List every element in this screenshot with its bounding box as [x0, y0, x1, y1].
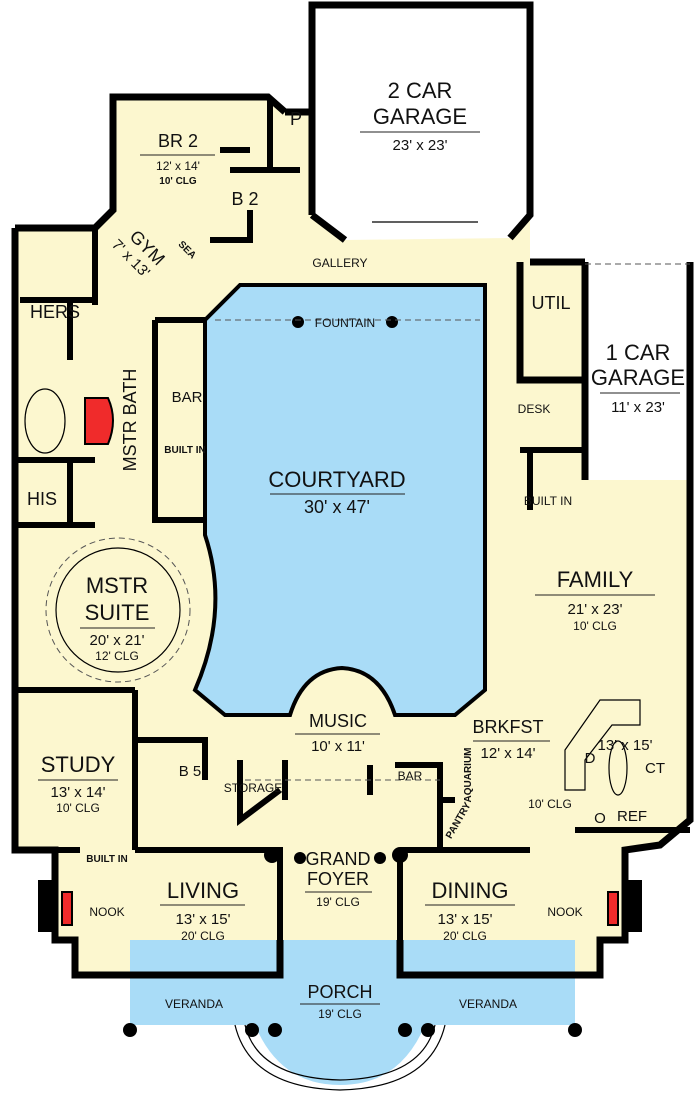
kitchen-ref-label: REF [617, 808, 647, 825]
mstr-suite-label-1: MSTR [86, 573, 148, 598]
grand-foyer-clg: 19' CLG [316, 895, 360, 909]
living-label: LIVING [167, 878, 239, 903]
living-clg: 20' CLG [181, 929, 225, 943]
grand-foyer-label-1: GRAND [305, 849, 370, 869]
fireplace-left-icon [61, 891, 73, 926]
porch-area [255, 940, 425, 1085]
porch-label: PORCH [307, 982, 372, 1002]
his-label: HIS [27, 489, 57, 509]
kitchen-o-label: O [594, 810, 606, 827]
courtyard-dims: 30' x 47' [304, 497, 370, 517]
garage1-label-2: GARAGE [591, 365, 685, 390]
built-in-family-label: BUILT IN [524, 494, 572, 508]
family-dims: 21' x 23' [568, 601, 623, 618]
veranda-left-area [130, 940, 255, 1025]
master-ceiling-ring [45, 537, 191, 683]
fireplace-right-icon [607, 891, 619, 926]
util-label: UTIL [531, 293, 570, 313]
kitchen-clg: 10' CLG [528, 797, 572, 811]
garage1-label-1: 1 CAR [606, 340, 671, 365]
dining-dims: 13' x 15' [438, 911, 493, 928]
dining-clg: 20' CLG [443, 929, 487, 943]
garage1-dims: 11' x 23' [611, 399, 665, 416]
study-clg: 10' CLG [56, 801, 100, 815]
courtyard-area [195, 285, 485, 715]
fireplace-master-icon [84, 397, 114, 445]
veranda-left-label: VERANDA [165, 997, 223, 1011]
built-in-bath-label: BUILT IN [164, 445, 205, 456]
mstr-suite-dims: 20' x 21' [90, 632, 145, 649]
courtyard-label: COURTYARD [268, 467, 405, 492]
kitchen-counter [564, 699, 641, 791]
mstr-suite-label-2: SUITE [85, 600, 150, 625]
kitchen-dims: 13' x 15' [598, 737, 653, 754]
garage2-label-1: 2 CAR [388, 78, 453, 103]
chimney-right [622, 880, 642, 932]
mstr-suite-clg: 12' CLG [95, 649, 139, 663]
built-in-living-label: BUILT IN [86, 854, 127, 865]
family-label: FAMILY [557, 567, 634, 592]
storage-label: STORAGE [224, 781, 282, 795]
kitchen-d-label: D [585, 750, 596, 767]
b2-label: B 2 [231, 189, 258, 209]
study-label: STUDY [41, 752, 116, 777]
mstr-bath-label: MSTR BATH [120, 369, 140, 472]
bathtub-icon [24, 388, 66, 454]
master-ceiling-ring-inner [55, 547, 181, 673]
nook-right-label: NOOK [547, 905, 582, 919]
garage-2car-walls [308, 1, 534, 243]
veranda-right-label: VERANDA [459, 997, 517, 1011]
courtyard-walls [192, 283, 487, 717]
dining-label: DINING [432, 878, 509, 903]
porch-steps [234, 1024, 446, 1091]
desk-label: DESK [518, 402, 551, 416]
music-dims: 10' x 11' [311, 738, 365, 755]
family-clg: 10' CLG [573, 619, 617, 633]
veranda-right-area [425, 940, 575, 1025]
bar-top-label: BAR [172, 389, 203, 406]
brkfst-dims: 12' x 14' [481, 745, 536, 762]
pantry-p-label: P [290, 109, 302, 129]
music-label: MUSIC [309, 711, 367, 731]
kitchen-island-icon [608, 740, 628, 796]
aquarium-label: AQUARIUM [463, 748, 474, 803]
br2-dims: 12' x 14' [156, 159, 200, 173]
kitchen-ct-label: CT [645, 760, 665, 777]
gallery-label: GALLERY [312, 256, 367, 270]
chimney-left [38, 880, 58, 932]
bar-foyer-label: BAR [398, 769, 423, 783]
porch-steps-inner [244, 1024, 436, 1081]
hers-label: HERS [30, 302, 80, 322]
living-dims: 13' x 15' [176, 911, 231, 928]
porch-clg: 19' CLG [318, 1007, 362, 1021]
garage2-label-2: GARAGE [373, 104, 467, 129]
columns [123, 316, 582, 1037]
br2-clg: 10' CLG [159, 176, 197, 187]
fountain-label: FOUNTAIN [315, 316, 375, 330]
br2-label: BR 2 [158, 131, 198, 151]
brkfst-label: BRKFST [472, 717, 543, 737]
exterior-walls [11, 93, 694, 979]
grand-foyer-label-2: FOYER [307, 869, 369, 889]
garage2-dims: 23' x 23' [393, 137, 448, 154]
nook-left-label: NOOK [89, 905, 124, 919]
study-dims: 13' x 14' [51, 784, 106, 801]
garage-1car-walls [581, 262, 694, 480]
b5-label: B 5 [179, 763, 202, 780]
